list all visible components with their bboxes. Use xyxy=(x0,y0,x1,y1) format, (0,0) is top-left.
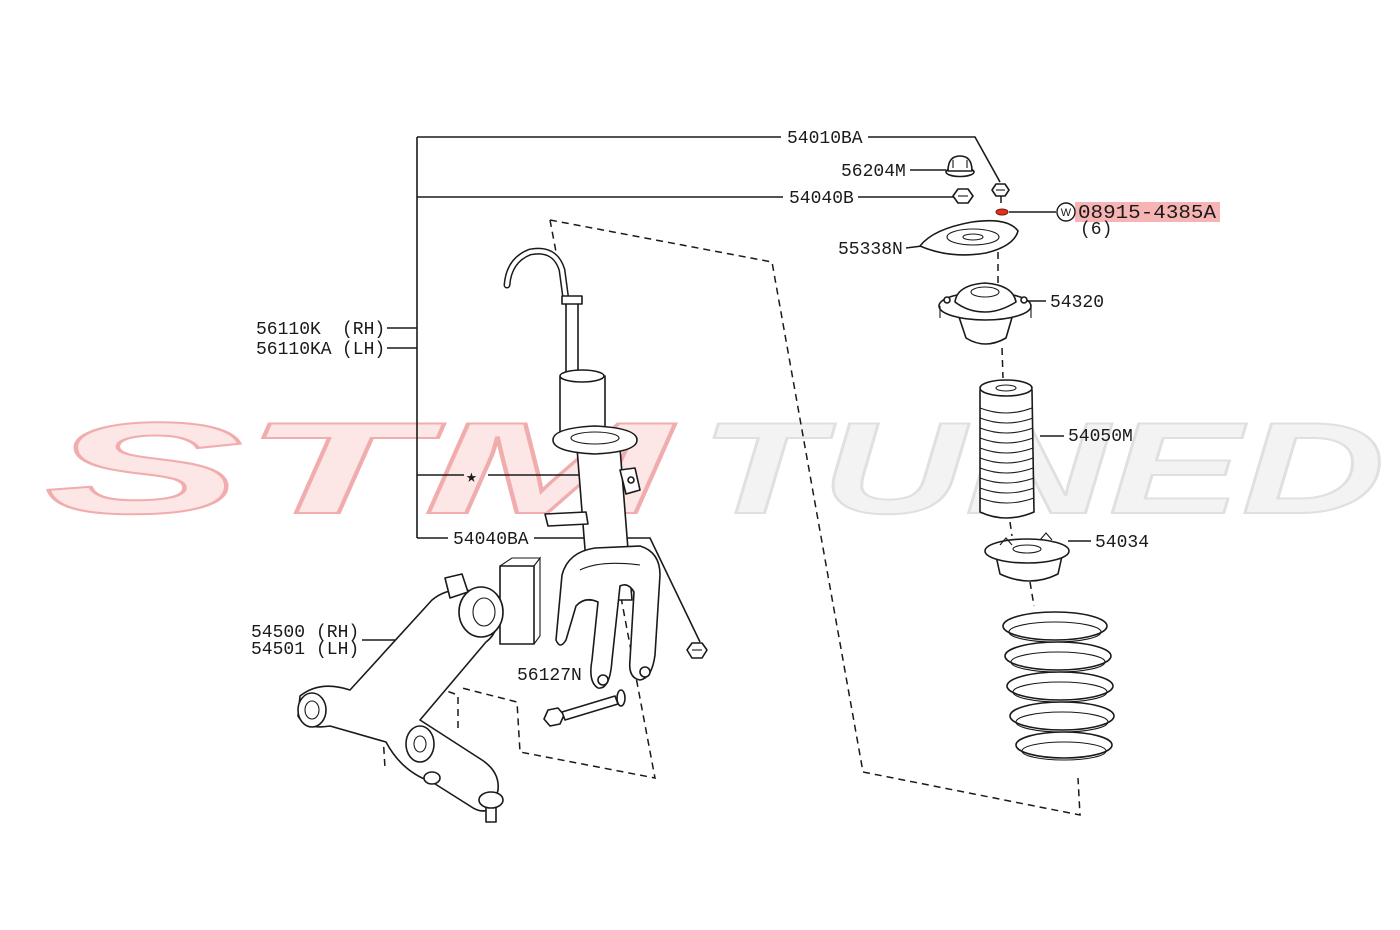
label-54501: 54501 xyxy=(251,640,305,660)
label-54320: 54320 xyxy=(1050,293,1104,313)
spring-seat-54034 xyxy=(984,532,1070,582)
label-56110K-side: (RH) xyxy=(342,320,385,340)
label-54040BA: 54040BA xyxy=(453,530,529,550)
labels: 54010BA 56204M 54040B W 08915-4385A (6) … xyxy=(251,129,1220,686)
label-54050M: 54050M xyxy=(1068,427,1133,447)
dashed-stack-2 xyxy=(1001,347,1004,379)
label-56127N: 56127N xyxy=(517,666,582,686)
dashed-stack-4 xyxy=(1029,581,1035,607)
label-56110KA: 56110KA xyxy=(256,340,332,360)
nut-54040BA xyxy=(686,642,708,659)
nut-top xyxy=(991,183,1010,197)
label-54010BA: 54010BA xyxy=(787,129,863,149)
leader-54040BA-right xyxy=(534,537,701,643)
label-54040B: 54040B xyxy=(789,189,854,209)
washer-symbol: W xyxy=(1061,207,1072,219)
highlight-box xyxy=(1075,202,1220,222)
label-56110K: 56110K xyxy=(256,320,321,340)
label-54500: 54500 xyxy=(251,623,305,643)
washer-symbol-circle xyxy=(1056,202,1076,222)
dashed-outline-right xyxy=(549,219,1081,816)
dashed-stack-3 xyxy=(1009,521,1013,537)
label-56110KA-side: (LH) xyxy=(342,340,385,360)
lower-control-arm xyxy=(297,556,542,823)
dashed-arm-link xyxy=(415,679,456,695)
dust-boot-54050M xyxy=(979,379,1035,519)
washer-red xyxy=(995,208,1009,216)
nut-54040B xyxy=(952,188,974,204)
label-54034: 54034 xyxy=(1095,533,1149,553)
coil-spring xyxy=(1002,611,1115,761)
label-washer-qty: (6) xyxy=(1080,220,1112,240)
label-54501-side: (LH) xyxy=(316,640,359,660)
bumper-cap-56204M xyxy=(945,155,975,178)
plate-55338N xyxy=(919,219,1019,256)
label-star: ★ xyxy=(466,468,477,488)
label-08915-4385A: 08915-4385A xyxy=(1078,202,1217,224)
label-56204M: 56204M xyxy=(841,162,906,182)
knuckle xyxy=(555,545,661,689)
watermark-logo: STM TUNED xyxy=(44,394,1386,542)
leader-54010BA-right xyxy=(868,136,1001,183)
mount-54320 xyxy=(938,282,1032,345)
label-55338N: 55338N xyxy=(838,240,903,260)
watermark-tuned: TUNED xyxy=(700,395,1385,541)
label-54500-side: (RH) xyxy=(316,623,359,643)
bolt-56127N xyxy=(543,689,626,727)
